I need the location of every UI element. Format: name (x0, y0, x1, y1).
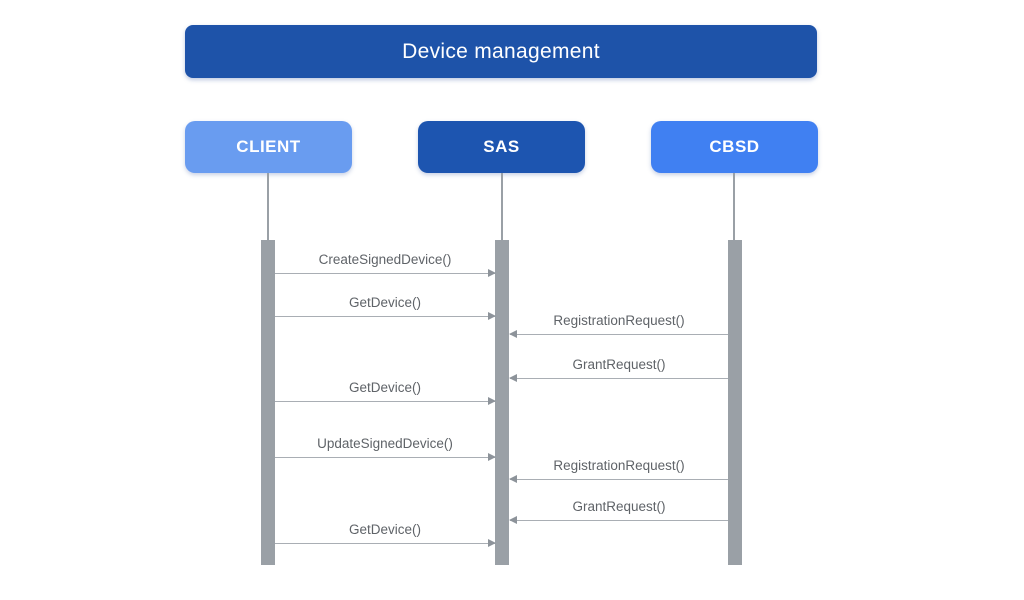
actor-sas: SAS (418, 121, 585, 173)
message-label: RegistrationRequest() (553, 458, 685, 473)
activation-bar-sas (495, 240, 509, 565)
actor-cbsd: CBSD (651, 121, 818, 173)
arrow-right-icon (275, 269, 496, 276)
message-registration-request-2: RegistrationRequest() (509, 454, 728, 482)
diagram-title: Device management (185, 25, 817, 78)
message-label: GrantRequest() (572, 357, 666, 372)
message-get-device-3: GetDevice() (275, 518, 496, 546)
activation-bar-cbsd (728, 240, 742, 565)
arrow-right-icon (275, 397, 496, 404)
message-label: UpdateSignedDevice() (317, 436, 453, 451)
activation-bar-client (261, 240, 275, 565)
actor-client: CLIENT (185, 121, 352, 173)
arrow-left-icon (509, 516, 728, 523)
lifeline-sas (501, 173, 503, 241)
message-label: GetDevice() (348, 522, 421, 537)
message-grant-request-2: GrantRequest() (509, 495, 728, 523)
lifeline-client (267, 173, 269, 241)
arrow-right-icon (275, 312, 496, 319)
arrow-right-icon (275, 539, 496, 546)
lifeline-cbsd (733, 173, 735, 241)
message-label: CreateSignedDevice() (318, 252, 452, 267)
message-label: RegistrationRequest() (553, 313, 685, 328)
message-update-signed-device: UpdateSignedDevice() (275, 432, 496, 460)
arrow-left-icon (509, 475, 728, 482)
message-label: GrantRequest() (572, 499, 666, 514)
message-get-device-1: GetDevice() (275, 291, 496, 319)
message-grant-request-1: GrantRequest() (509, 353, 728, 381)
message-label: GetDevice() (348, 295, 421, 310)
message-label: GetDevice() (348, 380, 421, 395)
message-create-signed-device: CreateSignedDevice() (275, 248, 496, 276)
message-registration-request-1: RegistrationRequest() (509, 309, 728, 337)
arrow-right-icon (275, 453, 496, 460)
arrow-left-icon (509, 374, 728, 381)
message-get-device-2: GetDevice() (275, 376, 496, 404)
arrow-left-icon (509, 330, 728, 337)
